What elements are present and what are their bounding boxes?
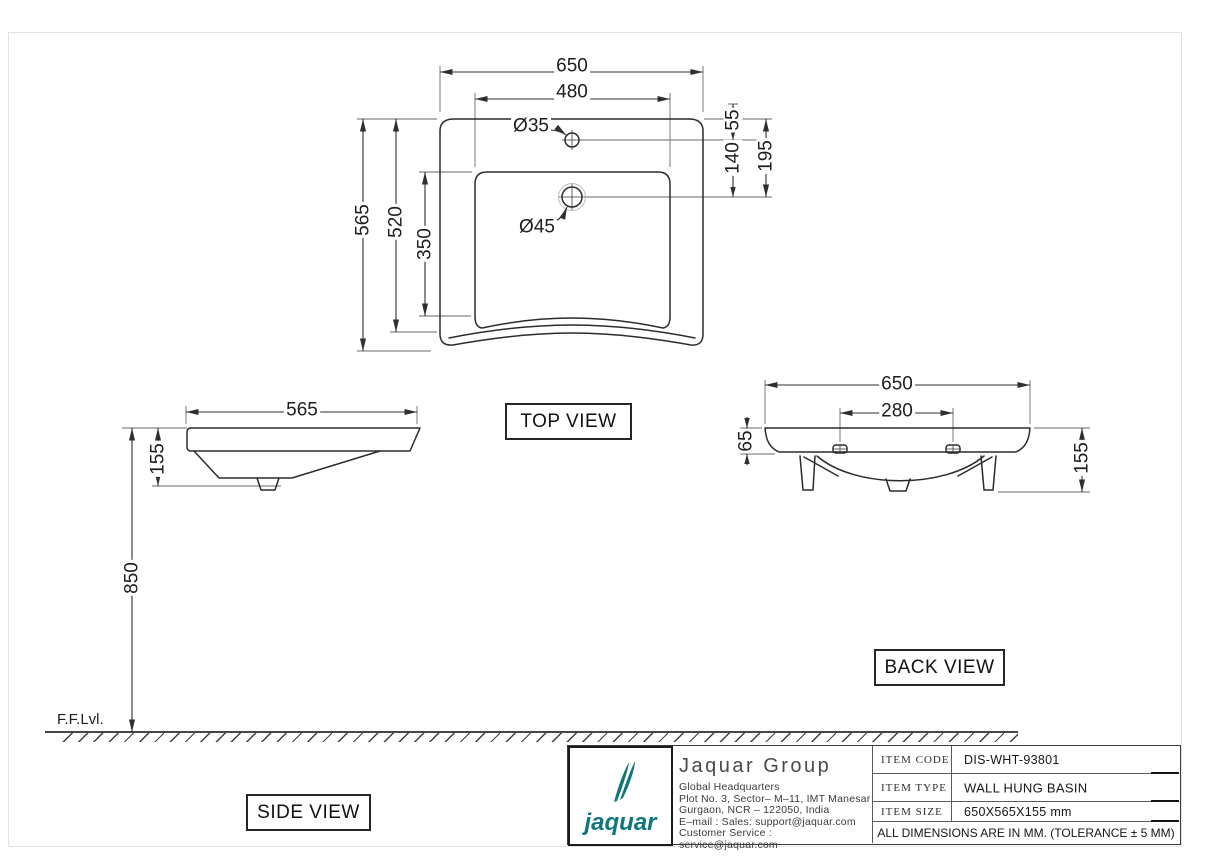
sheet-border bbox=[8, 32, 1182, 847]
jaquar-logo: jaquar bbox=[568, 746, 673, 846]
item-size-row: ITEM SIZE 650X565X155 mm bbox=[873, 802, 1179, 822]
company-name: Jaquar Group bbox=[679, 755, 832, 777]
dim-back-rim-thickness: 65 bbox=[735, 428, 757, 454]
row-edge-tick bbox=[1151, 800, 1179, 802]
top-view-label: TOP VIEW bbox=[505, 403, 632, 440]
dim-top-overall-depth: 565 bbox=[352, 202, 374, 238]
dim-side-depth: 565 bbox=[284, 399, 320, 421]
dim-side-height: 155 bbox=[147, 441, 169, 477]
tolerance-note: ALL DIMENSIONS ARE IN MM. (TOLERANCE ± 5… bbox=[877, 825, 1175, 840]
item-code-value: DIS-WHT-93801 bbox=[964, 752, 1060, 767]
dim-top-overall-width: 650 bbox=[554, 55, 590, 77]
dim-back-width: 650 bbox=[879, 373, 915, 395]
floor-level-label: F.F.Lvl. bbox=[57, 711, 104, 728]
back-view-geometry bbox=[740, 380, 1090, 493]
address-line: Gurgaon, NCR – 122050, India bbox=[679, 804, 830, 817]
dim-top-holes-width: 480 bbox=[554, 81, 590, 103]
address-line: Customer Service : service@jaquar.com bbox=[679, 827, 778, 851]
field-divider bbox=[951, 774, 952, 801]
item-code-row: ITEM CODE DIS-WHT-93801 bbox=[873, 746, 1179, 774]
side-view-label: SIDE VIEW bbox=[246, 794, 371, 831]
side-view-geometry bbox=[45, 406, 1018, 733]
address-line: Global Headquarters bbox=[679, 781, 780, 793]
row-edge-tick bbox=[1151, 772, 1179, 774]
back-view-label: BACK VIEW bbox=[874, 649, 1005, 686]
item-code-label: ITEM CODE bbox=[881, 753, 950, 766]
item-type-value: WALL HUNG BASIN bbox=[964, 780, 1088, 795]
top-view-geometry bbox=[357, 66, 772, 352]
company-info-cell: Jaquar Group Global Headquarters Plot No… bbox=[671, 746, 873, 851]
dim-side-mount-height: 850 bbox=[121, 560, 143, 596]
item-size-value: 650X565X155 mm bbox=[964, 804, 1072, 819]
row-edge-tick bbox=[1151, 820, 1179, 822]
address-line: E–mail : Sales: support@jaquar.com bbox=[679, 815, 856, 828]
ground-hatching bbox=[58, 733, 1018, 742]
address-line: Plot No. 3, Sector– M–11, IMT Manesar bbox=[679, 792, 871, 805]
dim-back-hole-spacing: 280 bbox=[879, 400, 915, 422]
title-block: jaquar Jaquar Group Global Headquarters … bbox=[567, 745, 1181, 851]
label-tap-hole: Ø35 bbox=[511, 115, 551, 137]
item-size-label: ITEM SIZE bbox=[881, 805, 943, 818]
jaquar-swoosh-icon bbox=[614, 761, 635, 802]
dim-top-rim-to-waste: 195 bbox=[755, 138, 777, 174]
item-type-label: ITEM TYPE bbox=[881, 781, 947, 794]
field-divider bbox=[951, 802, 952, 821]
dim-top-rim-to-taphole: 55 bbox=[722, 107, 744, 133]
dim-back-height: 155 bbox=[1071, 440, 1093, 476]
label-waste-hole: Ø45 bbox=[517, 216, 557, 238]
dim-top-outer-depth: 520 bbox=[385, 204, 407, 240]
jaquar-wordmark: jaquar bbox=[584, 809, 657, 836]
item-type-row: ITEM TYPE WALL HUNG BASIN bbox=[873, 774, 1179, 802]
field-divider bbox=[951, 746, 952, 773]
dim-top-bowl-depth: 350 bbox=[414, 226, 436, 262]
dim-top-taphole-to-waste: 140 bbox=[722, 140, 744, 176]
